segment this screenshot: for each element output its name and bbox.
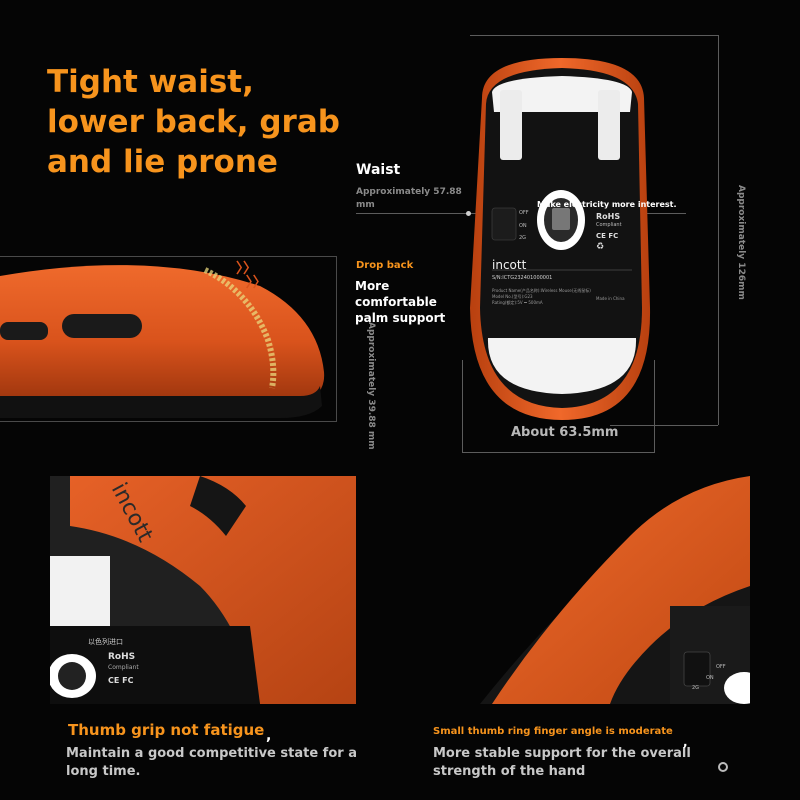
thumb-grip-title: Thumb grip not fatigue: [68, 721, 265, 739]
width-guide-bottom: [462, 452, 655, 453]
headline-line-3: and lie prone: [47, 144, 278, 180]
recycle-icon: ♻: [596, 242, 605, 252]
ce-fc-marks: CE FC: [596, 232, 619, 240]
mouse-bottom-view: [462, 58, 662, 420]
width-measure: About 63.5mm: [511, 425, 619, 440]
rohs-compliant: Compliant: [596, 222, 622, 228]
ring-closeup: [440, 476, 750, 704]
sensor-icon: [718, 762, 728, 772]
height-measure: Approximately 39.88 mm: [366, 322, 376, 450]
waist-measure: Approximately 57.88 mm: [356, 187, 462, 210]
headline-line-2: lower back, grab: [47, 104, 340, 140]
closeup-switch-2g: 2G: [692, 685, 700, 691]
drop-back-title: Drop back: [356, 260, 414, 271]
headline: Tight waist, lower back, grab and lie pr…: [47, 62, 347, 182]
length-measure: Approximately 126mm: [736, 185, 746, 300]
chevron-icon: 〉〉 〉〉: [236, 261, 267, 291]
bottom-brand: incott: [492, 258, 527, 272]
closeup-rohs: RoHS: [108, 652, 136, 662]
bottom-made-in: Made in China: [596, 296, 625, 301]
ring-finger-description: More stable support for the overall stre…: [433, 746, 691, 779]
width-guide-left: [462, 360, 463, 452]
ring-finger-punct: ,: [683, 735, 688, 749]
closeup-switch-off: OFF: [716, 664, 726, 670]
bottom-spec-lines: Product Name(产品名称):Wireless Mouse(无线鼠标) …: [492, 288, 622, 306]
length-guide-right: [718, 35, 719, 425]
thumb-grip-description: Maintain a good competitive state for a …: [66, 746, 357, 779]
closeup-compliant: Compliant: [108, 664, 139, 671]
switch-off-label: OFF: [519, 210, 529, 216]
overlay-slogan: Make electricity more interest.: [537, 200, 677, 209]
rohs-mark: RoHS: [596, 212, 621, 221]
length-guide-bottom: [610, 425, 718, 426]
headline-line-1: Tight waist,: [47, 64, 254, 100]
closeup-marks: CE FC: [108, 676, 134, 685]
waist-left-dot: [466, 211, 471, 216]
closeup-switch-on: ON: [706, 675, 714, 681]
bottom-rating-line: Rating(额定):5V ⎓ 500mA: [492, 300, 543, 305]
width-guide-right: [654, 360, 655, 452]
switch-on-label: ON: [519, 223, 527, 229]
waist-label: Waist: [356, 162, 401, 178]
thumb-closeup: [50, 476, 356, 704]
bottom-product-line: Product Name(产品名称):Wireless Mouse(无线鼠标): [492, 288, 591, 293]
length-guide-top: [470, 35, 718, 36]
switch-2g-label: 2G: [519, 235, 527, 241]
thumb-grip-punct: ,: [266, 728, 272, 744]
mouse-side-view: [0, 256, 336, 420]
closeup-chinese-label: 以色列进口: [88, 638, 123, 646]
bottom-model-line: Model No.(型号):G23: [492, 294, 533, 299]
ring-finger-title: Small thumb ring finger angle is moderat…: [433, 726, 673, 737]
bottom-serial: S/N:ICTG232401000001: [492, 275, 553, 281]
side-view-frame: [0, 256, 337, 422]
drop-back-description: More comfortable palm support: [355, 279, 446, 325]
